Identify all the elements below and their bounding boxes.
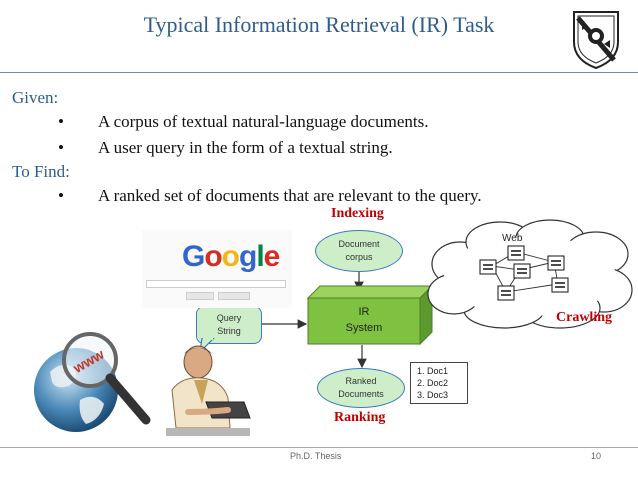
given-label: Given: [12,88,59,107]
google-letter: o [204,240,222,273]
ranked-results-list: 1. Doc1 2. Doc2 3. Doc3 [410,362,468,404]
google-letter: l [256,240,264,273]
ranked-documents-text: Ranked Documents [338,376,384,399]
document-corpus-text: Document corpus [338,239,380,262]
bullet-dot: • [58,112,64,131]
title-divider [0,72,638,73]
google-letter: e [263,240,281,273]
given-item-1-text: A corpus of textual natural-language doc… [98,112,429,131]
ranking-label: Ranking [334,410,386,425]
result-item: 2. Doc2 [417,378,449,388]
search-box [146,280,286,288]
footer-divider [0,447,638,448]
google-letter: o [221,240,240,273]
university-crest-icon [573,11,619,70]
result-item: 3. Doc3 [417,390,449,400]
google-letter: G [182,240,205,273]
ir-system-line1: IR [358,306,370,318]
find-label: To Find: [12,162,70,181]
result-item: 1. Doc1 [417,366,449,376]
bullet-dot: • [58,186,64,205]
google-search-image: Google [142,230,292,308]
lucky-button [218,292,250,300]
footer-thesis-label: Ph.D. Thesis [290,451,342,461]
ir-system-label: IR System [308,304,420,336]
page-number: 10 [591,451,602,461]
user-at-computer-icon [166,345,251,436]
ranked-documents-node: Ranked Documents [317,368,405,408]
given-item-2-text: A user query in the form of a textual st… [98,138,393,157]
search-button [186,292,214,300]
document-corpus-node: Document corpus [315,230,403,272]
slide-title: Typical Information Retrieval (IR) Task [143,12,495,37]
crawling-label: Crawling [556,310,612,325]
google-letter: g [239,240,257,273]
google-logo: Google [182,240,281,274]
bullet-dot: • [58,138,64,157]
indexing-label: Indexing [331,206,384,221]
globe-magnifier-icon: www [34,332,151,432]
find-item-1-text: A ranked set of documents that are relev… [98,186,482,205]
web-label: Web [502,233,523,244]
web-cloud [427,219,633,329]
ir-system-line2: System [345,322,383,334]
query-string-text: Query String [216,313,242,336]
